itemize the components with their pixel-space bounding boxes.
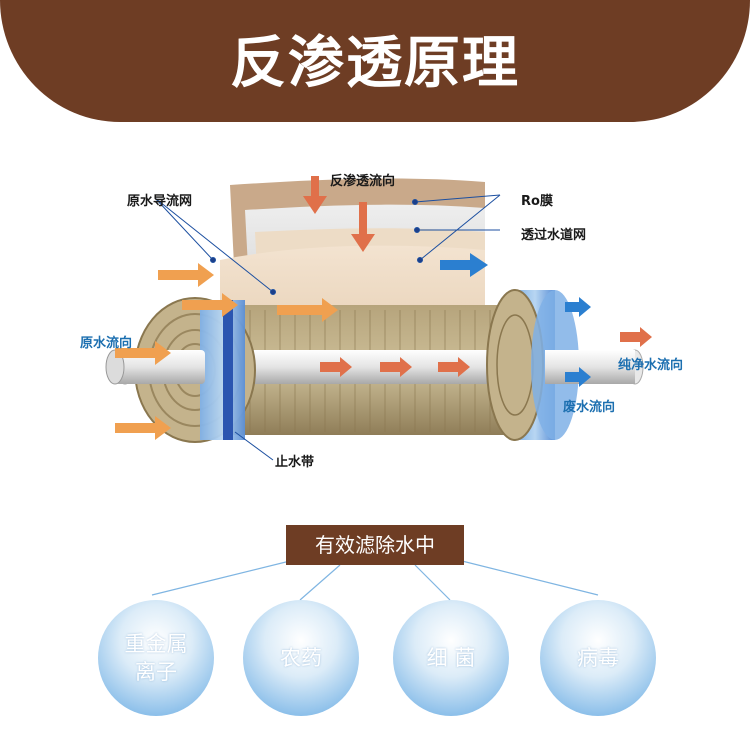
filter-title: 有效滤除水中: [286, 525, 464, 565]
filter-item-label: 细 菌: [427, 644, 476, 672]
filter-item-pesticide: 农药: [243, 600, 359, 716]
filter-item-label: 农药: [280, 644, 322, 672]
filter-item-label: 重金属 离子: [125, 630, 188, 686]
filter-item-bacteria: 细 菌: [393, 600, 509, 716]
filter-item-label: 病毒: [577, 644, 619, 672]
filter-item-heavy-metal: 重金属 离子: [98, 600, 214, 716]
filter-item-virus: 病毒: [540, 600, 656, 716]
